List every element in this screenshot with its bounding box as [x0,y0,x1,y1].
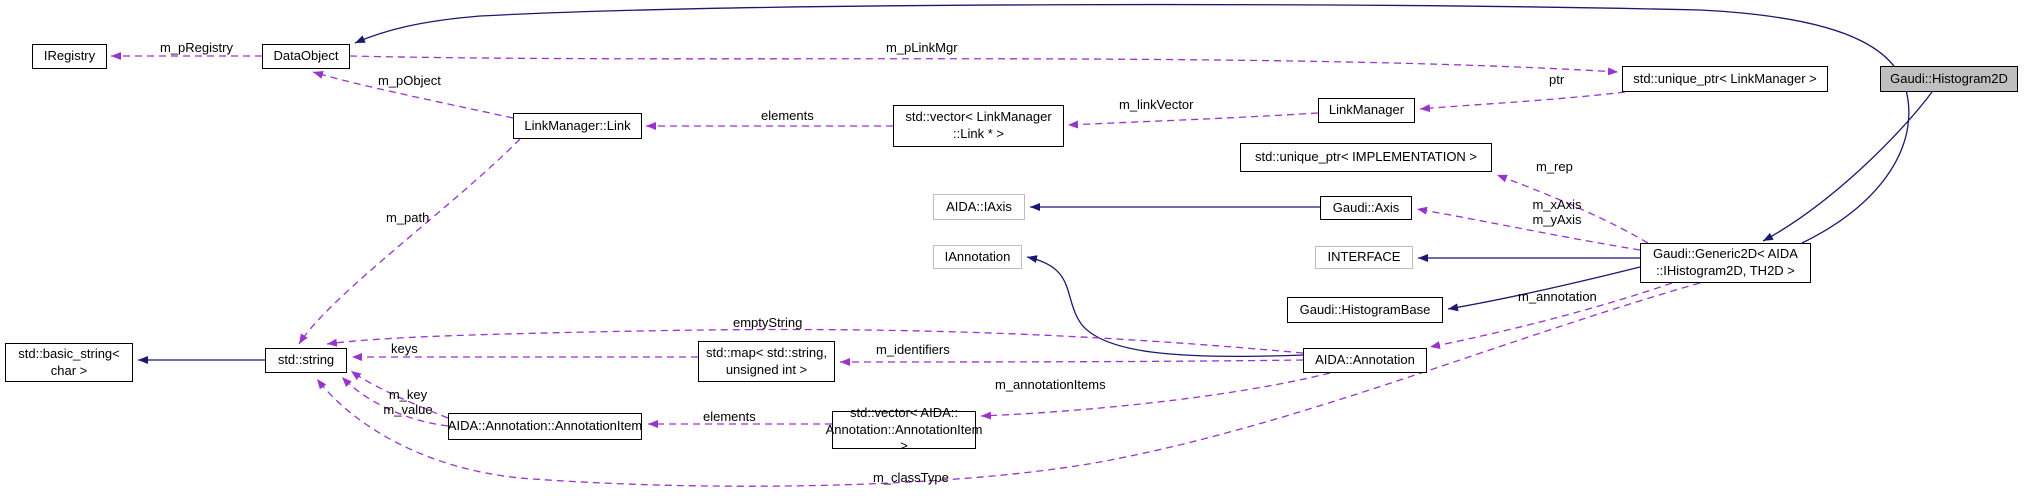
edge-use-m-classtype [316,282,1701,487]
edge-label-m-pregistry: m_pRegistry [160,40,233,55]
node-linkmanager-link[interactable]: LinkManager::Link [513,113,642,139]
edge-label-m-key-m-value: m_key m_value [383,387,433,417]
node-vector-linkmanager-link[interactable]: std::vector< LinkManager ::Link * > [893,105,1064,147]
edge-label-m-rep: m_rep [1536,159,1573,174]
node-iregistry[interactable]: IRegistry [32,44,107,69]
edge-use-ptr [1419,91,1626,113]
edge-label-m-pobject: m_pObject [378,73,441,88]
node-unique-ptr-implementation[interactable]: std::unique_ptr< IMPLEMENTATION > [1240,143,1492,172]
edge-label-m-annotation: m_annotation [1518,289,1597,304]
edge-use-emptystring [326,328,1304,354]
edge-inherit-histogram2d-generic2d [1762,91,1933,242]
node-vector-annotationitem[interactable]: std::vector< AIDA:: Annotation::Annotati… [825,404,983,454]
node-aida-annotation[interactable]: AIDA::Annotation [1303,348,1427,373]
edge-label-ptr: ptr [1549,72,1565,87]
edge-use-m-plinkmgr [349,55,1619,76]
edge-use-m-key [350,370,449,419]
edge-use-m-annotation [1429,282,1673,349]
node-iannotation[interactable]: IAnnotation [933,245,1022,269]
node-basic-string[interactable]: std::basic_string< char > [5,343,133,382]
edge-label-m-classtype: m_classType [873,470,949,485]
edge-use-m-pobject [312,71,514,119]
edge-label-keys: keys [391,341,418,356]
node-annotationitem[interactable]: AIDA::Annotation::AnnotationItem [448,413,642,440]
node-gaudi-generic2d[interactable]: Gaudi::Generic2D< AIDA ::IHistogram2D, T… [1640,243,1811,283]
edge-label-m-identifiers: m_identifiers [876,342,950,357]
edge-label-m-annotationitems: m_annotationItems [995,377,1106,392]
node-gaudi-histogrambase[interactable]: Gaudi::HistogramBase [1287,297,1443,323]
edge-inherit-annotation-iannotation [1026,255,1304,358]
edge-use-m-identifiers [839,357,1304,366]
node-unique-ptr-linkmanager[interactable]: std::unique_ptr< LinkManager > [1622,66,1828,92]
edge-label-m-xaxis-m-yaxis: m_xAxis m_yAxis [1532,197,1582,227]
node-linkmanager[interactable]: LinkManager [1318,98,1415,123]
edge-use-m-annotationitems [980,372,1331,420]
node-gaudi-axis[interactable]: Gaudi::Axis [1320,196,1412,220]
edge-label-elements-top: elements [761,108,814,123]
edge-use-m-value [341,376,449,427]
edge-label-m-linkvector: m_linkVector [1119,97,1194,112]
edge-label-elements-bottom: elements [703,409,756,424]
node-aida-iaxis[interactable]: AIDA::IAxis [933,194,1025,220]
edge-inherit-generic2d-histogrambase [1447,266,1641,312]
node-std-string[interactable]: std::string [265,348,347,373]
node-gaudi-histogram2d: Gaudi::Histogram2D [1880,66,2018,92]
edge-label-m-plinkmgr: m_pLinkMgr [886,40,958,55]
node-interface[interactable]: INTERFACE [1315,246,1413,269]
edge-use-m-linkvector [1067,112,1319,129]
edge-label-emptystring: emptyString [733,315,803,330]
edge-label-m-path: m_path [386,210,430,225]
edge-use-m-path [298,138,521,345]
edge-inherit-generic2d-dataobject [354,3,1910,244]
edge-use-m-axes [1416,206,1641,251]
node-std-map[interactable]: std::map< std::string, unsigned int > [698,341,835,382]
node-dataobject[interactable]: DataObject [262,44,350,69]
edge-use-m-rep [1496,174,1649,244]
